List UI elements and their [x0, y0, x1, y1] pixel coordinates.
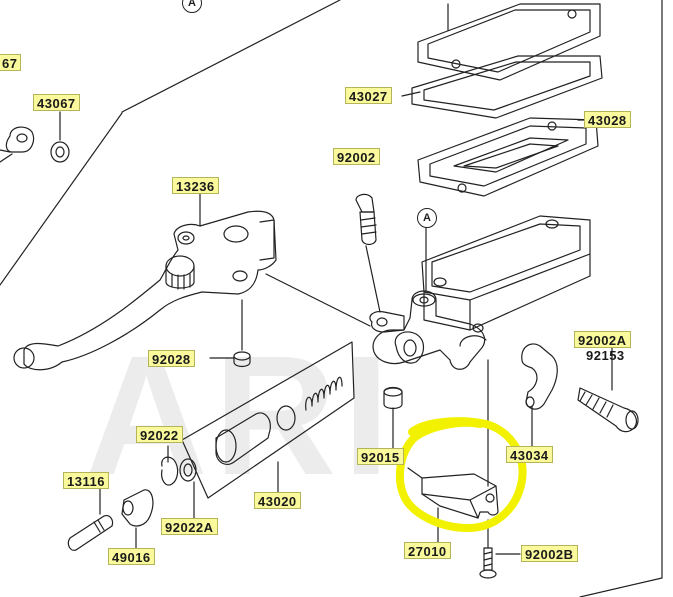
switch-screw — [479, 359, 497, 579]
part-label-92028: 92028 — [148, 350, 195, 367]
callout-circle-a: A — [417, 208, 437, 228]
part-label-43028: 43028 — [584, 111, 631, 128]
part-label-43034: 43034 — [506, 446, 553, 463]
part-label-13236: 13236 — [172, 177, 219, 194]
frame-outline — [0, 0, 341, 286]
reservoir-body — [421, 215, 591, 331]
diaphragm-plate — [411, 55, 603, 119]
push-rod — [67, 515, 114, 551]
lever-leader — [265, 273, 371, 327]
part-label-92002a: 92002A — [574, 331, 631, 348]
part-label-43067: 43067 — [33, 94, 80, 111]
reservoir-cover — [417, 3, 601, 81]
part-label-43027: 43027 — [345, 87, 392, 104]
part-label-92022a: 92022A — [161, 518, 218, 535]
circlip — [161, 456, 179, 486]
return-spring — [305, 376, 343, 411]
piston-assembly-frame — [181, 341, 355, 499]
part-label-92002: 92002 — [333, 148, 380, 165]
part-label-92015: 92015 — [357, 448, 404, 465]
master-cylinder-body — [369, 290, 487, 370]
part-label-92153: 92153 — [586, 348, 625, 363]
part-label-92002b: 92002B — [521, 545, 578, 562]
washer — [179, 458, 197, 482]
part-label-27010: 27010 — [404, 542, 451, 559]
highlight-circle — [395, 417, 527, 532]
rubber-diaphragm — [417, 117, 599, 197]
part-label-13116: 13116 — [63, 472, 109, 489]
part-label-49016: 49016 — [108, 548, 155, 565]
piston — [215, 405, 296, 465]
nut — [383, 386, 403, 451]
sealing-washer — [50, 141, 70, 163]
dust-boot — [121, 489, 154, 527]
brake-lever — [13, 210, 277, 371]
part-label-43067-partial: 67 — [0, 54, 22, 71]
adjuster-knob — [165, 255, 195, 290]
part-label-92022: 92022 — [136, 426, 183, 443]
frame-right-edge — [579, 0, 663, 597]
clamp-bolt — [577, 387, 639, 433]
part-label-43020: 43020 — [254, 492, 301, 509]
pivot-bushing — [233, 355, 251, 368]
bleeder-screw — [355, 193, 381, 313]
brake-light-switch — [407, 467, 499, 519]
banjo-fitting — [0, 126, 35, 163]
handlebar-clamp — [521, 343, 558, 410]
